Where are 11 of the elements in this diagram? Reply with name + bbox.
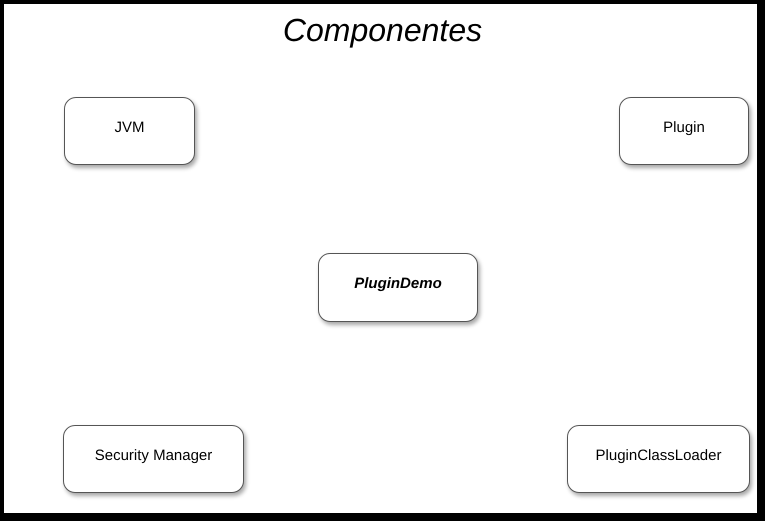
component-box — [63, 425, 244, 493]
component-label: Security Manager — [94, 446, 212, 466]
component-label: Plugin — [663, 118, 705, 138]
component-label: PluginClassLoader — [596, 446, 722, 466]
component-label: PluginDemo — [354, 274, 442, 294]
title: Componentes — [282, 11, 484, 50]
component-box — [567, 425, 750, 493]
component-box — [318, 253, 478, 322]
component-box — [619, 97, 749, 165]
component-box — [64, 97, 195, 165]
component-label: JVM — [114, 118, 144, 138]
